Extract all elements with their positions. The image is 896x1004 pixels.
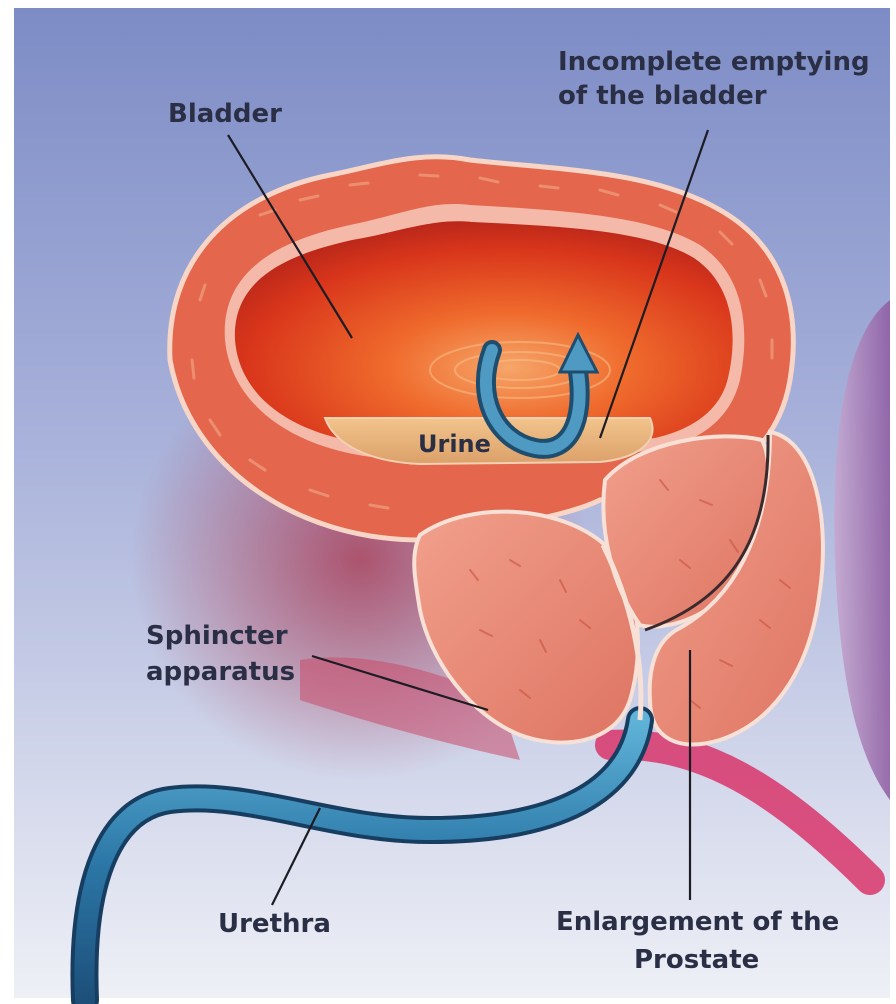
- sphincter-label-line1: Sphincter: [146, 621, 288, 651]
- sphincter-label-line2: apparatus: [146, 657, 295, 687]
- incomplete-emptying-label-line2: of the bladder: [558, 81, 767, 111]
- enlargement-label-line2: Prostate: [634, 945, 759, 975]
- urethra-label: Urethra: [218, 909, 331, 939]
- urine-label: Urine: [418, 430, 491, 458]
- enlargement-label-line1: Enlargement of the: [556, 907, 839, 937]
- bladder-label: Bladder: [168, 99, 282, 129]
- incomplete-emptying-label-line1: Incomplete emptying: [558, 47, 870, 77]
